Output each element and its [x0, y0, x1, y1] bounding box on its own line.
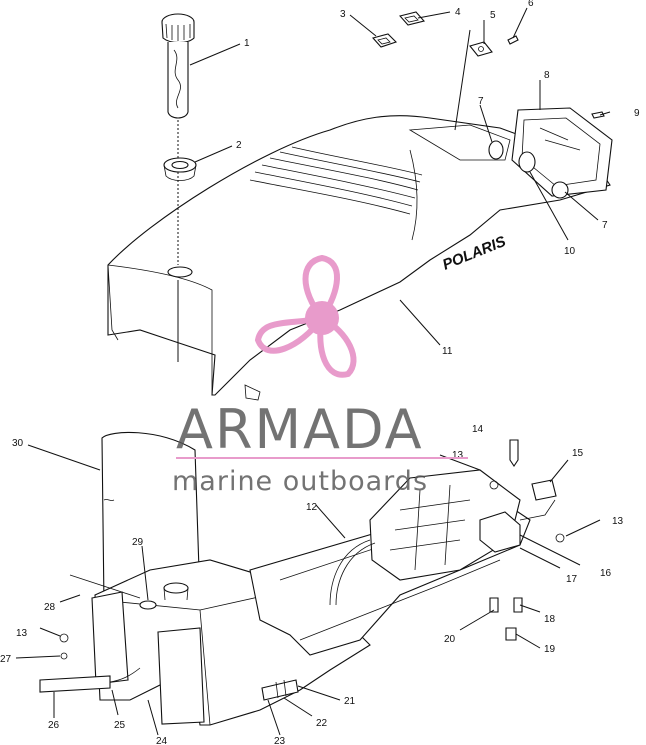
callout-13b: 13: [612, 516, 624, 527]
callout-24: 24: [156, 736, 168, 745]
callout-18: 18: [544, 614, 556, 625]
grommet-part: [163, 157, 197, 181]
callout-10: 10: [564, 246, 576, 257]
callout-11: 11: [442, 346, 453, 357]
callout-21: 21: [344, 696, 356, 707]
callout-8: 8: [544, 70, 550, 81]
leader-lines: [15, 7, 611, 736]
tank-assembly: [39, 431, 565, 726]
callout-22: 22: [316, 718, 328, 729]
callout-17: 17: [566, 574, 578, 585]
callout-4: 4: [455, 7, 461, 18]
callout-5: 5: [490, 10, 496, 21]
callout-3: 3: [340, 9, 346, 20]
callout-16: 16: [600, 568, 612, 579]
callout-28: 28: [44, 602, 56, 613]
callout-25: 25: [114, 720, 126, 731]
callout-30: 30: [12, 438, 24, 449]
callout-7a: 7: [478, 96, 484, 107]
callout-6: 6: [528, 0, 534, 9]
callout-26: 26: [48, 720, 60, 731]
callout-2: 2: [236, 140, 242, 151]
watermark-title: ARMADA: [176, 398, 424, 461]
callout-19: 19: [544, 644, 556, 655]
callout-14: 14: [472, 424, 484, 435]
callout-15: 15: [572, 448, 584, 459]
callout-13c: 13: [16, 628, 28, 639]
callout-23: 23: [274, 736, 286, 745]
callout-1: 1: [244, 38, 250, 49]
watermark-subtitle: marine outboards: [172, 466, 428, 497]
propeller-logo-icon: [254, 254, 357, 378]
watermark: ARMADA marine outboards: [172, 254, 468, 497]
callout-12: 12: [306, 502, 318, 513]
callout-29: 29: [132, 537, 144, 548]
callout-20: 20: [444, 634, 456, 645]
callout-27: 27: [0, 654, 12, 665]
taillight-assembly: [488, 107, 613, 199]
callout-13a: 13: [452, 450, 464, 461]
fuel-cap-part: [161, 13, 195, 362]
callout-9: 9: [634, 108, 640, 119]
callout-7b: 7: [602, 220, 608, 231]
pad-parts: [371, 11, 519, 57]
